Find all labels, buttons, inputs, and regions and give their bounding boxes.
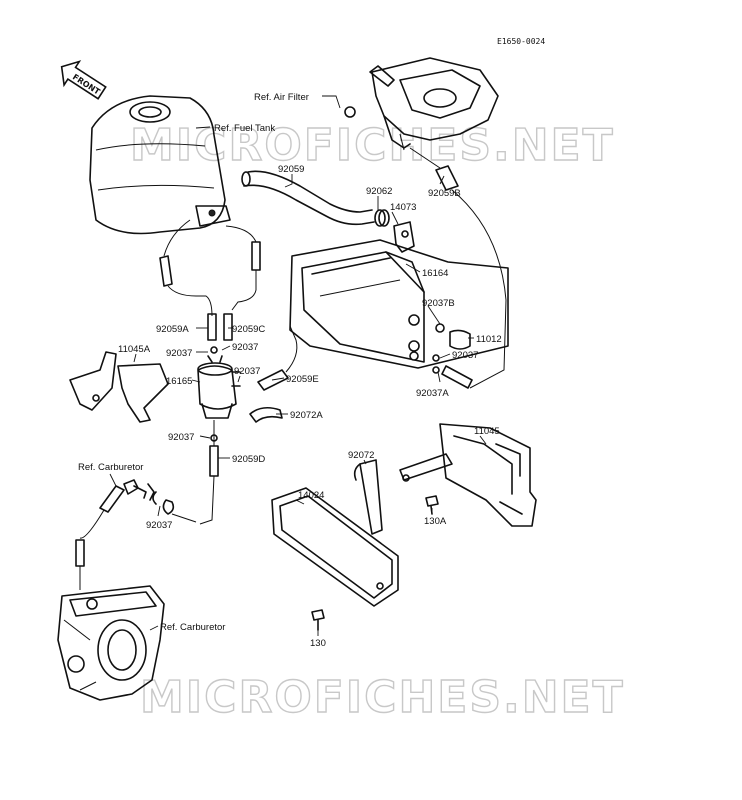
fuel-pump-16165 [197,346,241,419]
watermark-top: MICROFICHES.NET [130,120,615,171]
label-14024: 14024 [298,490,324,501]
label-92037-b: 92037 [232,342,258,353]
label-92059B: 92059B [428,188,461,199]
label-11045: 11045 [474,426,500,437]
label-92059A: 92059A [156,324,189,335]
cap-11012 [449,329,471,350]
label-92072A: 92072A [290,410,323,421]
label-92059D: 92059D [232,454,265,465]
carburetor-fitting [75,479,197,590]
label-92037-d: 92037 [168,432,194,443]
label-92037-right: 92037 [452,350,478,361]
label-92072: 92072 [348,450,374,461]
label-130A: 130A [424,516,447,527]
label-ref-carburetor-bottom: Ref. Carburetor [160,622,225,633]
hose-92059D [199,420,219,525]
strap-92072A [249,406,283,423]
label-92059E: 92059E [286,374,319,385]
diagram-code: E1650-0024 [497,37,545,46]
label-11045A: 11045A [118,344,151,355]
hose-92059A [207,313,217,341]
fuel-tank [89,95,231,235]
label-14073: 14073 [390,202,416,213]
clip-92037-carb [152,491,157,505]
strap-92072 [353,459,383,535]
label-92062: 92062 [366,186,392,197]
hose-92059B [435,165,459,191]
clip-92037B [435,323,445,333]
bolt-130 [311,609,325,631]
leader-lines [109,95,487,636]
air-filter-box [344,57,499,151]
label-92037-a: 92037 [166,348,192,359]
hose-92059 [241,170,375,226]
bracket-11045 [399,423,537,527]
front-arrow: FRONT [60,60,107,100]
label-ref-fuel-tank: Ref. Fuel Tank [214,123,275,134]
label-92037B: 92037B [422,298,455,309]
label-16165: 16165 [166,376,192,387]
hose-tank-left [159,219,261,317]
route-line-air-filter [409,147,507,389]
label-16164: 16164 [422,268,448,279]
label-92037-c: 92037 [234,366,260,377]
watermark-bottom: MICROFICHES.NET [140,672,625,723]
canister-16164 [289,239,509,369]
label-ref-carburetor-top: Ref. Carburetor [78,462,143,473]
carburetor [57,585,165,701]
bracket-11045A [69,351,169,423]
hose-92059E [257,325,298,391]
clamp-92062 [374,209,390,227]
hose-right-canister [432,354,473,389]
label-ref-air-filter: Ref. Air Filter [254,92,309,103]
label-11012: 11012 [476,334,502,345]
label-130: 130 [310,638,326,649]
label-92037-e: 92037 [146,520,172,531]
hose-92059C [223,313,233,341]
label-92059C: 92059C [232,324,265,335]
label-92037A: 92037A [416,388,449,399]
cover-14024 [271,487,399,607]
label-92059: 92059 [278,164,304,175]
